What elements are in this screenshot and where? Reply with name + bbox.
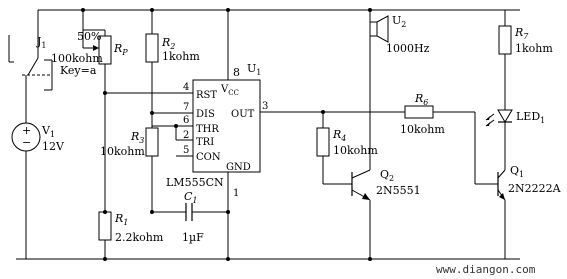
junction-dot	[150, 111, 154, 115]
r6-value: 10kohm	[400, 123, 445, 136]
v1-label: V1	[41, 124, 55, 139]
rp-key: Key=a	[60, 64, 97, 77]
q1-label: Q1	[510, 164, 524, 179]
led-label: LED1	[516, 110, 545, 125]
r2-value: 1kohm	[162, 50, 200, 63]
pin-gnd-label: GND	[226, 162, 251, 173]
watermark-text: www.diangon.com	[436, 263, 536, 276]
pin1-number: 1	[233, 188, 239, 199]
pin4-number: 4	[183, 82, 189, 93]
r7-label: R7	[514, 26, 529, 41]
pin2-number: 2	[183, 130, 189, 141]
led-1	[485, 109, 513, 170]
pin-tri-label: TRI	[196, 137, 214, 148]
pin-thr-label: THR	[196, 124, 219, 135]
rp-value: 100kohm	[51, 52, 103, 65]
pin7-number: 7	[183, 102, 189, 113]
junction-dot	[226, 210, 230, 214]
ic-lm555	[192, 10, 261, 259]
r3-label: R3	[130, 130, 144, 145]
pin-con-label: CON	[196, 152, 221, 163]
junction-dot	[103, 257, 107, 261]
svg-text:−: −	[22, 136, 31, 149]
switch-j1	[8, 10, 53, 100]
resistor-r1	[98, 211, 112, 259]
v1-value: 12V	[42, 140, 65, 153]
pin8-number: 8	[233, 66, 240, 79]
r2-label: R2	[161, 36, 175, 51]
r1-value: 2.2kohm	[115, 231, 164, 244]
svg-text:+: +	[22, 124, 31, 137]
junction-dot	[150, 8, 154, 12]
resistor-r2	[145, 10, 159, 113]
transistor-q2	[351, 169, 371, 259]
resistor-r6	[404, 105, 498, 185]
resistor-r4	[316, 112, 352, 185]
pin-vcc-label: VCC	[220, 84, 239, 97]
chip-name: LM555CN	[166, 176, 224, 189]
junction-dot	[226, 8, 230, 12]
r7-value: 1kohm	[515, 42, 553, 55]
junction-dot	[226, 257, 230, 261]
junction-dot	[150, 210, 154, 214]
pin3-number: 3	[262, 101, 268, 112]
junction-dot	[81, 8, 85, 12]
q2-value: 2N5551	[376, 184, 421, 197]
r3-value: 10kohm	[100, 145, 145, 158]
pin5-number: 5	[183, 145, 189, 156]
pin-dis-label: DIS	[196, 109, 215, 120]
r4-label: R4	[332, 128, 346, 143]
r6-label: R6	[414, 92, 428, 107]
transistor-q1	[497, 169, 506, 259]
u1-label: U1	[247, 62, 261, 77]
u2-value: 1000Hz	[386, 42, 430, 55]
pin-out-label: OUT	[231, 109, 255, 120]
rp-label: RP	[113, 42, 128, 57]
u2-label: U2	[392, 14, 406, 29]
pin-rst-label: RST	[196, 90, 217, 101]
r1-label: R1	[114, 212, 128, 227]
potentiometer-rp	[82, 10, 112, 212]
q2-label: Q2	[380, 168, 394, 183]
j1-label: J1	[36, 35, 47, 50]
c1-label: C1	[184, 190, 198, 205]
c1-value: 1µF	[182, 231, 204, 244]
resistor-r7	[498, 10, 512, 110]
rp-percent: 50%	[77, 30, 101, 43]
capacitor-c1	[152, 203, 228, 221]
q1-value: 2N2222A	[508, 182, 562, 195]
junction-dot	[174, 124, 178, 128]
junction-dot	[103, 210, 107, 214]
r4-value: 10kohm	[333, 144, 378, 157]
buzzer-u2	[369, 10, 389, 170]
voltage-source-v1: + −	[11, 100, 41, 259]
resistor-r3	[145, 113, 159, 212]
pin6-number: 6	[183, 115, 189, 126]
junction-dot	[103, 91, 107, 95]
